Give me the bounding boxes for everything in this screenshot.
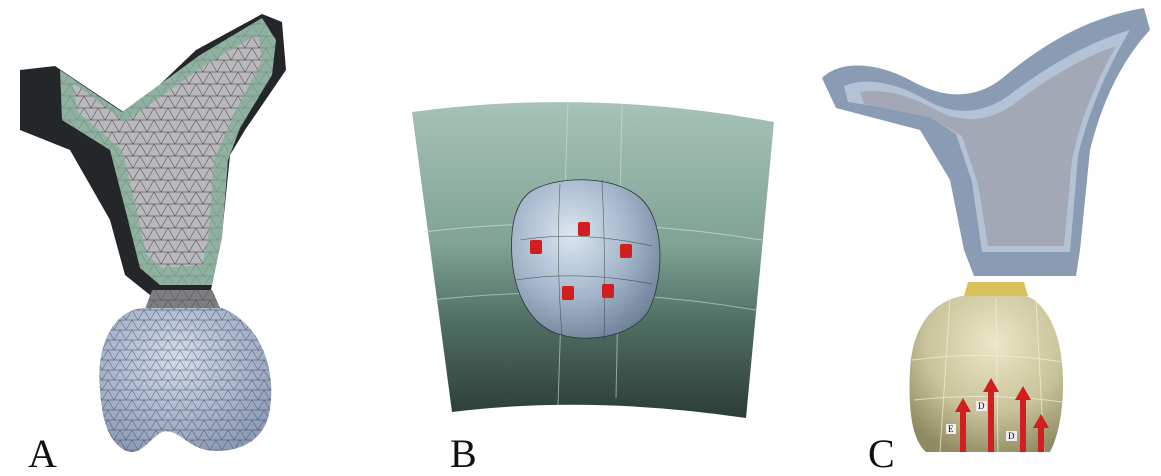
panel-c: D E D C [800,0,1161,475]
panel-b-marker [602,284,614,298]
panel-c-model-figure [822,8,1150,453]
panel-c-neck-ring [964,282,1028,296]
panel-c-callout-label: E [946,424,956,434]
panel-b-marker [620,244,632,258]
panel-c-arrow [1020,400,1026,452]
panel-a-mesh-figure [20,14,286,453]
panel-c-inner-section [860,46,1116,246]
panel-c-callout-label: D [1006,431,1017,441]
panel-label-b: B [450,431,477,476]
panel-label-c: C [868,431,895,476]
panel-b-marker [562,286,574,300]
panel-c-arrow [988,392,994,452]
panel-c-callout-label: D [976,401,987,411]
panel-b-force-markers [530,222,632,300]
panel-a: A [0,0,300,475]
panel-b: B [390,0,800,475]
panel-b-tooth-occlusal [511,179,661,339]
panel-c-force-arrows [955,378,1049,452]
panel-c-arrow [1038,428,1044,452]
panel-c-arrow [960,412,966,452]
panel-b-marker [578,222,590,236]
panel-b-surface-figure [412,99,774,418]
panel-b-marker [530,240,542,254]
panel-label-a: A [28,431,57,476]
